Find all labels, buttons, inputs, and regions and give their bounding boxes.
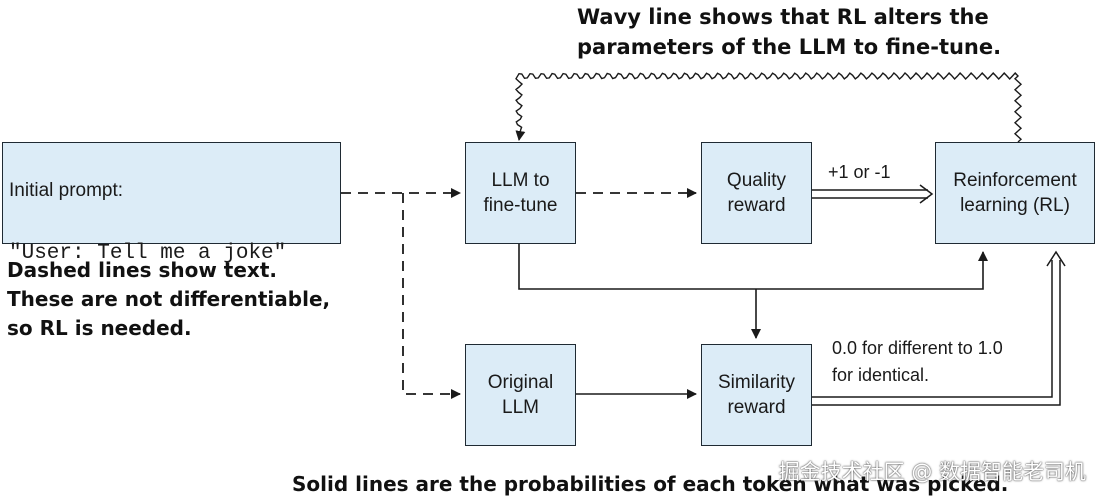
quality-reward-box: Quality reward: [701, 142, 812, 244]
similarity-reward-values: 0.0 for different to 1.0 for identical.: [832, 338, 1003, 385]
quality-reward-values: +1 or -1: [828, 162, 891, 182]
watermark: 掘金技术社区 @ 数据智能老司机: [778, 460, 1086, 484]
prompt-label: Initial prompt:: [9, 180, 124, 201]
double-quality-to-rl-head: [919, 184, 934, 204]
double-similarity-to-rl-a: [812, 260, 1053, 398]
double-similarity-to-rl-b: [812, 260, 1061, 406]
prompt-text: "User: Tell me a joke": [9, 242, 287, 265]
solid-llm-to-split: [518, 244, 988, 290]
dashed-prompt-to-original: [402, 193, 461, 399]
wavy-rl-to-llm: [514, 71, 1023, 143]
original-llm-box: Original LLM: [465, 344, 576, 446]
initial-prompt-box: Initial prompt: "User: Tell me a joke": [2, 142, 341, 265]
rl-box: Reinforcement learning (RL): [935, 142, 1095, 244]
similarity-reward-box: Similarity reward: [701, 344, 812, 446]
wavy-line-note: Wavy line shows that RL alters the param…: [577, 5, 1002, 59]
double-similarity-to-rl-head: [1046, 250, 1066, 267]
llm-finetune-box: LLM to fine-tune: [465, 142, 576, 244]
solid-lines-note: Solid lines are the probabilities of eac…: [292, 472, 1009, 496]
dashed-lines-note: Dashed lines show text. These are not di…: [7, 258, 331, 340]
